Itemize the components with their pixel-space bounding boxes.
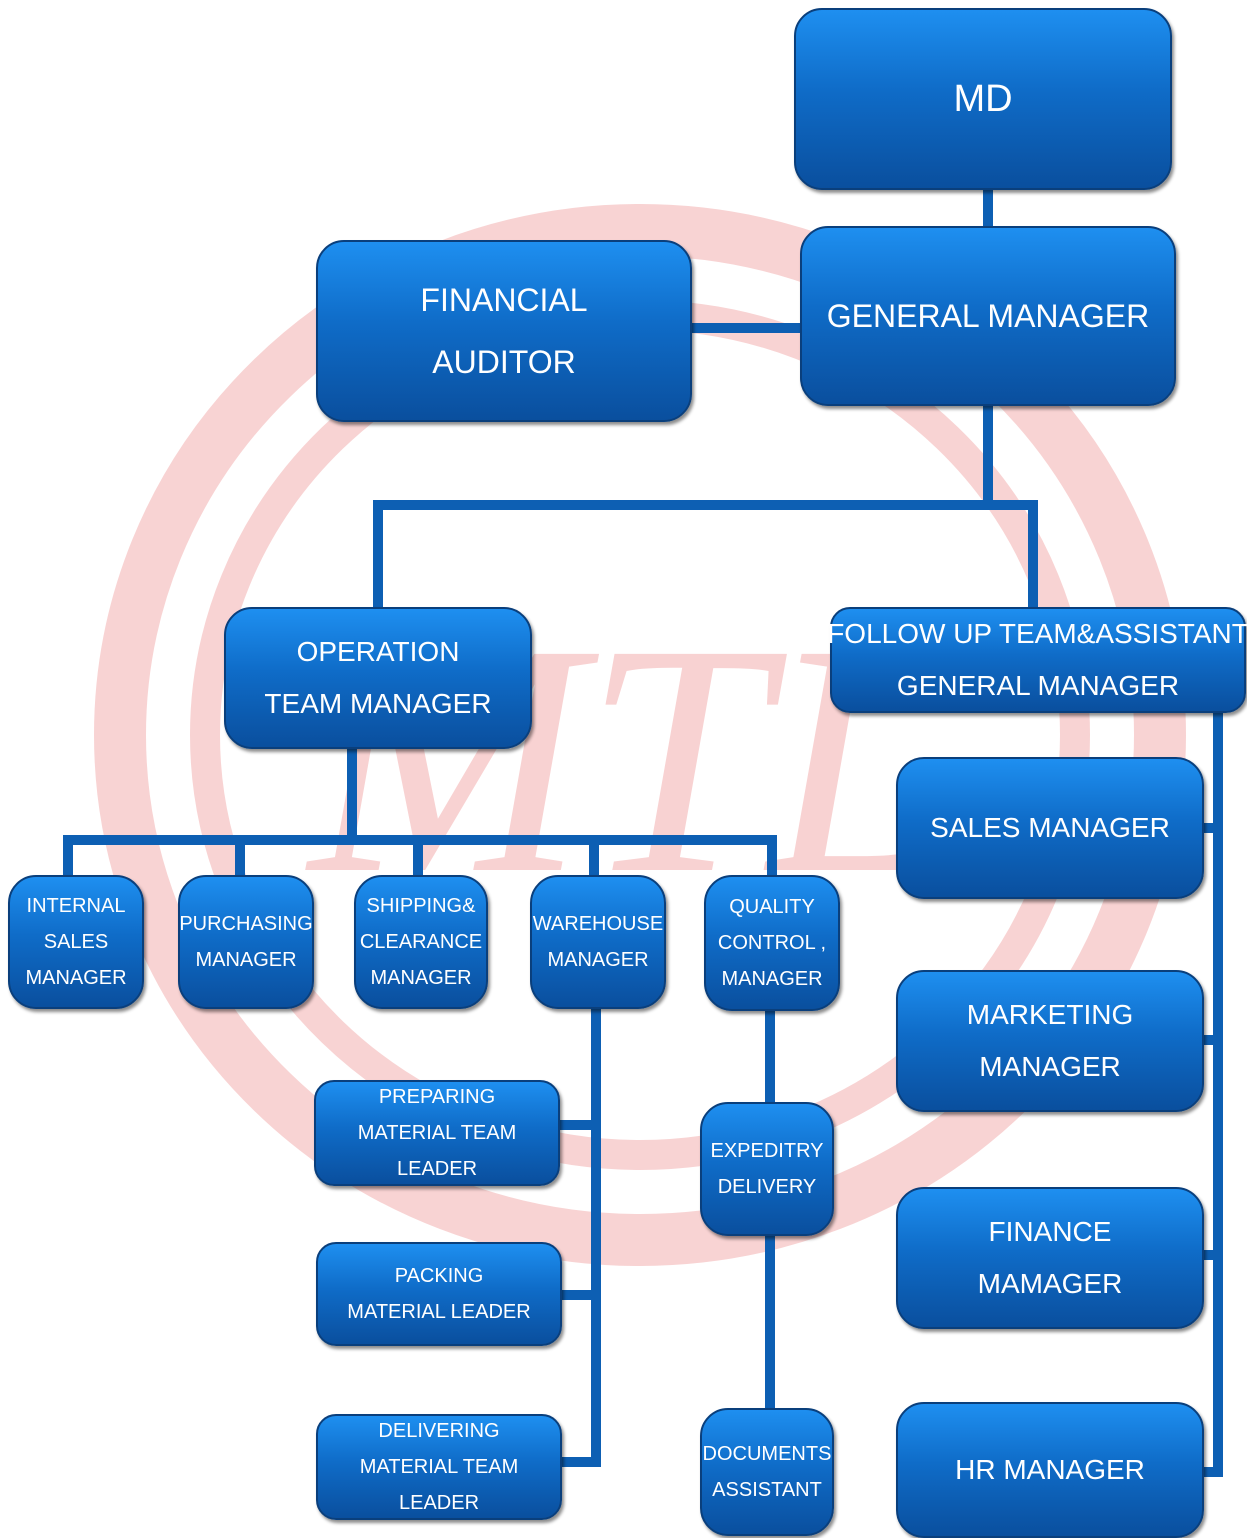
node-label-line: MANAGER (25, 967, 127, 989)
node-purchasing-manager: PURCHASING MANAGER (178, 875, 314, 1009)
node-expeditry-delivery: EXPEDITRY DELIVERY (700, 1102, 834, 1236)
node-label-line: CONTROL , (717, 932, 827, 954)
node-preparing-material-team-leader: PREPARING MATERIAL TEAM LEADER (314, 1080, 560, 1186)
node-label-line: DELIVERING (378, 1420, 500, 1442)
node-label-line: MATERIAL TEAM (359, 1456, 519, 1478)
node-label-line: MANAGER (721, 968, 823, 990)
node-finance-manager: FINANCE MAMAGER (896, 1187, 1204, 1329)
node-label-line: MARKETING (966, 999, 1134, 1030)
node-label-line: MANAGER (370, 967, 472, 989)
node-label-line: TEAM MANAGER (264, 688, 492, 719)
node-label-line: GENERAL MANAGER (826, 298, 1150, 334)
node-documents-assistant: DOCUMENTS ASSISTANT (700, 1408, 834, 1536)
node-sales-manager: SALES MANAGER (896, 757, 1204, 899)
node-label-line: MATERIAL TEAM (357, 1122, 517, 1144)
node-label-line: WAREHOUSE (532, 913, 664, 935)
node-label-line: PURCHASING (179, 913, 313, 935)
node-label-line: QUALITY (729, 896, 815, 918)
node-warehouse-manager: WAREHOUSE MANAGER (530, 875, 666, 1009)
node-label-line: AUDITOR (432, 344, 576, 380)
node-label-line: INTERNAL (26, 895, 126, 917)
node-hr-manager: HR MANAGER (896, 1402, 1204, 1538)
node-label-line: SALES (43, 931, 109, 953)
node-label-line: FINANCIAL (420, 282, 588, 318)
node-label-line: MANAGER (547, 949, 649, 971)
node-shipping-clearance-manager: SHIPPING&CLEARANCE MANAGER (354, 875, 488, 1009)
node-label-line: FINANCE (988, 1216, 1112, 1247)
node-label-line: PREPARING (378, 1086, 496, 1108)
node-label-line: FOLLOW UP TEAM&ASSISTANT (827, 618, 1247, 649)
node-label-line: GENERAL MANAGER (896, 670, 1180, 701)
node-label-line: EXPEDITRY (710, 1140, 824, 1162)
node-label-line: SALES MANAGER (930, 812, 1170, 843)
node-label-line: PACKING (394, 1265, 484, 1287)
node-label-line: CLEARANCE (359, 931, 483, 953)
node-label-line: MAMAGER (977, 1268, 1123, 1299)
node-general-manager: GENERAL MANAGER (800, 226, 1176, 406)
node-label-line: DELIVERY (717, 1176, 817, 1198)
node-label-line: SHIPPING& (366, 895, 476, 917)
node-label-line: MANAGER (195, 949, 297, 971)
node-delivering-material-team-leader: DELIVERING MATERIAL TEAM LEADER (316, 1414, 562, 1520)
node-financial-auditor: FINANCIAL AUDITOR (316, 240, 692, 422)
node-md: MD (794, 8, 1172, 190)
node-quality-control-manager: QUALITY CONTROL , MANAGER (704, 875, 840, 1011)
node-label-line: DOCUMENTS (702, 1443, 832, 1465)
node-operation-team-manager: OPERATION TEAM MANAGER (224, 607, 532, 749)
node-packing-material-leader: PACKING MATERIAL LEADER (316, 1242, 562, 1346)
node-label-line: OPERATION (296, 636, 460, 667)
node-follow-up-team-assistant-gm: FOLLOW UP TEAM&ASSISTANT GENERAL MANAGER (827, 607, 1247, 713)
node-marketing-manager: MARKETING MANAGER (896, 970, 1204, 1112)
node-label-line: MATERIAL LEADER (347, 1301, 531, 1323)
node-label-line: MANAGER (979, 1051, 1121, 1082)
node-internal-sales-manager: INTERNAL SALES MANAGER (8, 875, 144, 1009)
node-label-line: HR MANAGER (955, 1454, 1145, 1485)
node-label-line: MD (953, 78, 1013, 120)
node-label-line: ASSISTANT (712, 1479, 822, 1501)
node-label-line: LEADER (398, 1492, 480, 1514)
node-label-line: LEADER (396, 1158, 478, 1180)
